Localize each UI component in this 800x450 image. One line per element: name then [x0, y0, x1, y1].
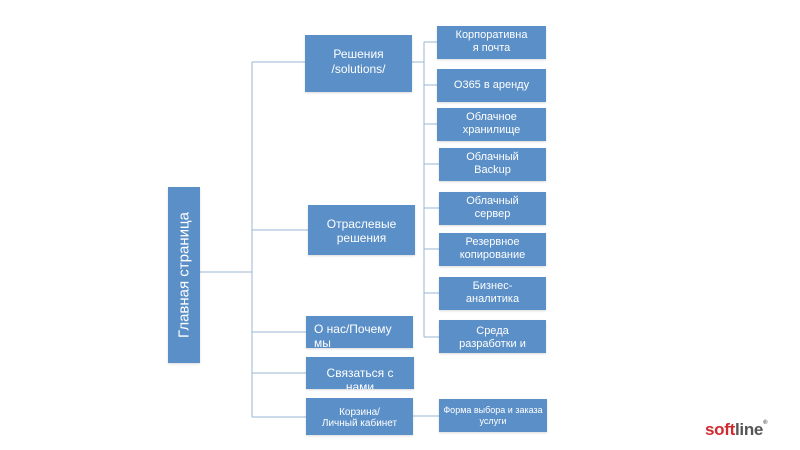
- node-contact: Связаться с нами: [306, 357, 414, 389]
- softline-logo: softline®: [705, 420, 767, 440]
- node-backup-copying: Резервное копирование: [439, 233, 546, 266]
- logo-registered: ®: [763, 420, 768, 426]
- node-cloud-storage: Облачное хранилище: [437, 108, 546, 141]
- node-dev-line-1: Среда: [476, 325, 509, 337]
- node-storage-line-1: Облачное: [466, 111, 517, 123]
- node-bi-line-1: Бизнес-: [472, 280, 513, 292]
- logo-line: line: [734, 420, 764, 439]
- node-bi-line-2: аналитика: [465, 293, 520, 305]
- node-cart-account: Корзина/ Личный кабинет: [306, 398, 413, 435]
- node-main-page-label: Главная страница: [175, 212, 193, 338]
- node-mail-line-2: я почта: [472, 42, 511, 54]
- node-cart-line-1: Корзина/: [339, 407, 380, 418]
- node-server-line-1: Облачный: [466, 195, 519, 207]
- node-o365-line-1: O365 в аренду: [453, 79, 530, 91]
- node-cart-line-2: Личный кабинет: [321, 418, 398, 429]
- node-corporate-mail: Корпоративна я почта: [437, 26, 546, 59]
- node-main-page: Главная страница: [168, 187, 200, 363]
- node-dev-environment: Среда разработки и: [439, 320, 546, 353]
- node-about-line-1: О нас/Почему: [314, 322, 392, 336]
- node-solutions-line-1: Решения: [333, 47, 384, 61]
- node-cloud-server: Облачный сервер: [439, 192, 546, 225]
- node-form-line-2: услуги: [479, 416, 507, 426]
- node-reserve-line-2: копирование: [459, 249, 526, 261]
- node-business-analytics: Бизнес- аналитика: [439, 277, 546, 310]
- node-industry-line-1: Отраслевые: [326, 217, 397, 231]
- node-cloud-backup: Облачный Backup: [439, 148, 546, 181]
- node-backup-line-1: Облачный: [466, 151, 519, 163]
- node-solutions-line-2: /solutions/: [331, 62, 386, 76]
- node-dev-line-2: разработки и: [459, 338, 526, 350]
- node-contact-line-1: Связаться с: [326, 366, 394, 380]
- node-contact-line-2: нами: [345, 380, 375, 389]
- node-server-line-2: сервер: [474, 208, 511, 220]
- node-form-line-1: Форма выбора и заказа: [443, 405, 543, 415]
- node-solutions: Решения /solutions/: [305, 35, 412, 92]
- node-reserve-line-1: Резервное: [465, 236, 520, 248]
- node-backup-line-2: Backup: [474, 164, 511, 176]
- node-about-line-2: мы: [314, 336, 331, 348]
- node-o365-rent: O365 в аренду: [437, 69, 546, 102]
- node-about-us: О нас/Почему мы: [306, 316, 413, 348]
- node-storage-line-2: хранилище: [462, 124, 521, 136]
- node-order-form: Форма выбора и заказа услуги: [439, 399, 547, 432]
- node-industry-solutions: Отраслевые решения: [308, 205, 415, 255]
- node-industry-line-2: решения: [336, 231, 387, 245]
- node-mail-line-1: Корпоративна: [455, 29, 528, 41]
- logo-soft: soft: [705, 420, 735, 439]
